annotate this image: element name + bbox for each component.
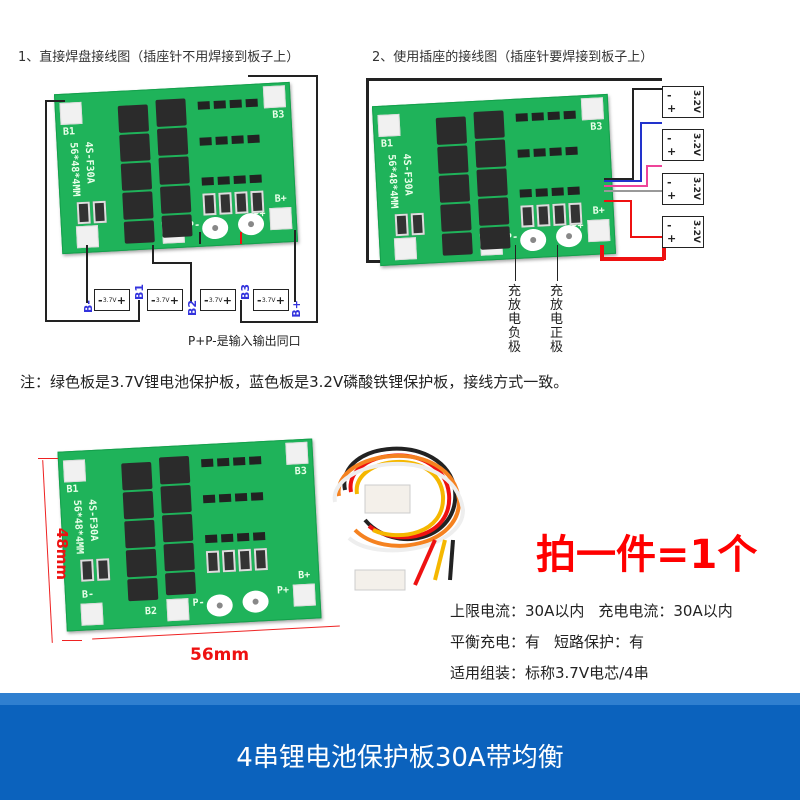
cell-4: -3.7V+ [253,289,289,311]
height-dimension: 48mm [53,527,72,581]
note-text: 注：绿色板是3.7V锂电池保护板，蓝色板是3.2V磷酸铁锂保护板，接线方式一致。 [20,373,569,391]
cell-2: -3.7V+ [147,289,183,311]
bottom-banner: 4串锂电池保护板30A带均衡 [0,693,800,800]
cell-label-b-plus: B+ [290,300,303,318]
label-b1: B1 [380,138,394,150]
cell-3v2-3: -+3.2V [662,173,704,205]
width-dimension: 56mm [190,645,250,665]
neg-terminal-label: 充放电负极 [508,284,522,355]
spec-row-3: 适用组装：标称3.7V电芯/4串 [450,664,649,682]
pad-b-plus [292,583,316,607]
cell-1: -3.7V+ [94,289,130,311]
pad-b-minus [393,237,418,261]
label-b2: B2 [144,605,158,618]
diagram1-note: P+P-是输入输出同口 [188,334,301,348]
label-b3: B3 [590,121,603,133]
board-size-label: 56*48*4MM [385,154,400,209]
banner-title: 4串锂电池保护板30A带均衡 [236,743,564,773]
board-model-label: 4S-F30A [82,141,96,184]
cell-3v2-1: -+3.2V [662,86,704,118]
pad-b3 [580,97,604,121]
label-p-minus: P- [192,597,205,609]
board-size-label: 56*48*4MM [67,142,82,197]
pcb-diagram2: B1 B3 B- B2 P- P+ B+ 56*48*4MM 4S-F30A [371,93,617,267]
cell-label-b-minus: B- [82,300,95,313]
pad-b-plus [587,219,611,243]
label-b3: B3 [272,109,285,121]
promo-text: 拍一件=1个 [536,532,758,578]
balance-cable-image [332,446,465,591]
cell-3v2-2: -+3.2V [662,129,704,161]
pad-b2 [166,598,190,622]
pcb-diagram1: B1 B3 B- B2 P- P+ B+ 56*48*4MM 4S-F30A [53,81,299,255]
pcb-product: B1 B3 B- B2 P- P+ B+ 56*48*4MM 4S-F30A [57,438,322,632]
pad-b3 [262,85,286,109]
pad-b-plus [269,207,293,231]
label-b-plus: B+ [592,205,606,217]
cell-label-b2: B2 [186,300,199,317]
label-b1: B1 [62,126,76,138]
label-b-plus: B+ [297,569,311,582]
spec-row-2: 平衡充电：有短路保护：有 [450,633,645,651]
diagram1-title: 1、直接焊盘接线图（插座针不用焊接到板子上） [18,50,300,65]
diagram2-title: 2、使用插座的接线图（插座针要焊接到板子上） [372,50,654,65]
spec-row-1: 上限电流：30A以内充电电流：30A以内 [450,602,733,620]
cell-label-b1: B1 [133,284,146,301]
board-model-label: 4S-F30A [85,498,100,542]
pad-b3 [285,441,309,465]
cell-3v2-4: -+3.2V [662,216,704,248]
pad-b-minus [80,602,104,626]
board-size-label: 56*48*4MM [71,499,85,555]
cell-label-b3: B3 [239,284,252,301]
label-b3: B3 [294,465,308,478]
pad-b1 [62,459,87,483]
label-b1: B1 [66,483,79,496]
pos-terminal-label: 充放电正极 [550,284,564,355]
pad-b1 [377,113,401,137]
cell-3: -3.7V+ [200,289,236,311]
pad-b1 [59,101,83,125]
board-model-label: 4S-F30A [400,153,414,196]
label-b-minus: B- [81,589,95,601]
label-p-plus: P+ [276,584,290,597]
label-b-plus: B+ [274,193,288,205]
